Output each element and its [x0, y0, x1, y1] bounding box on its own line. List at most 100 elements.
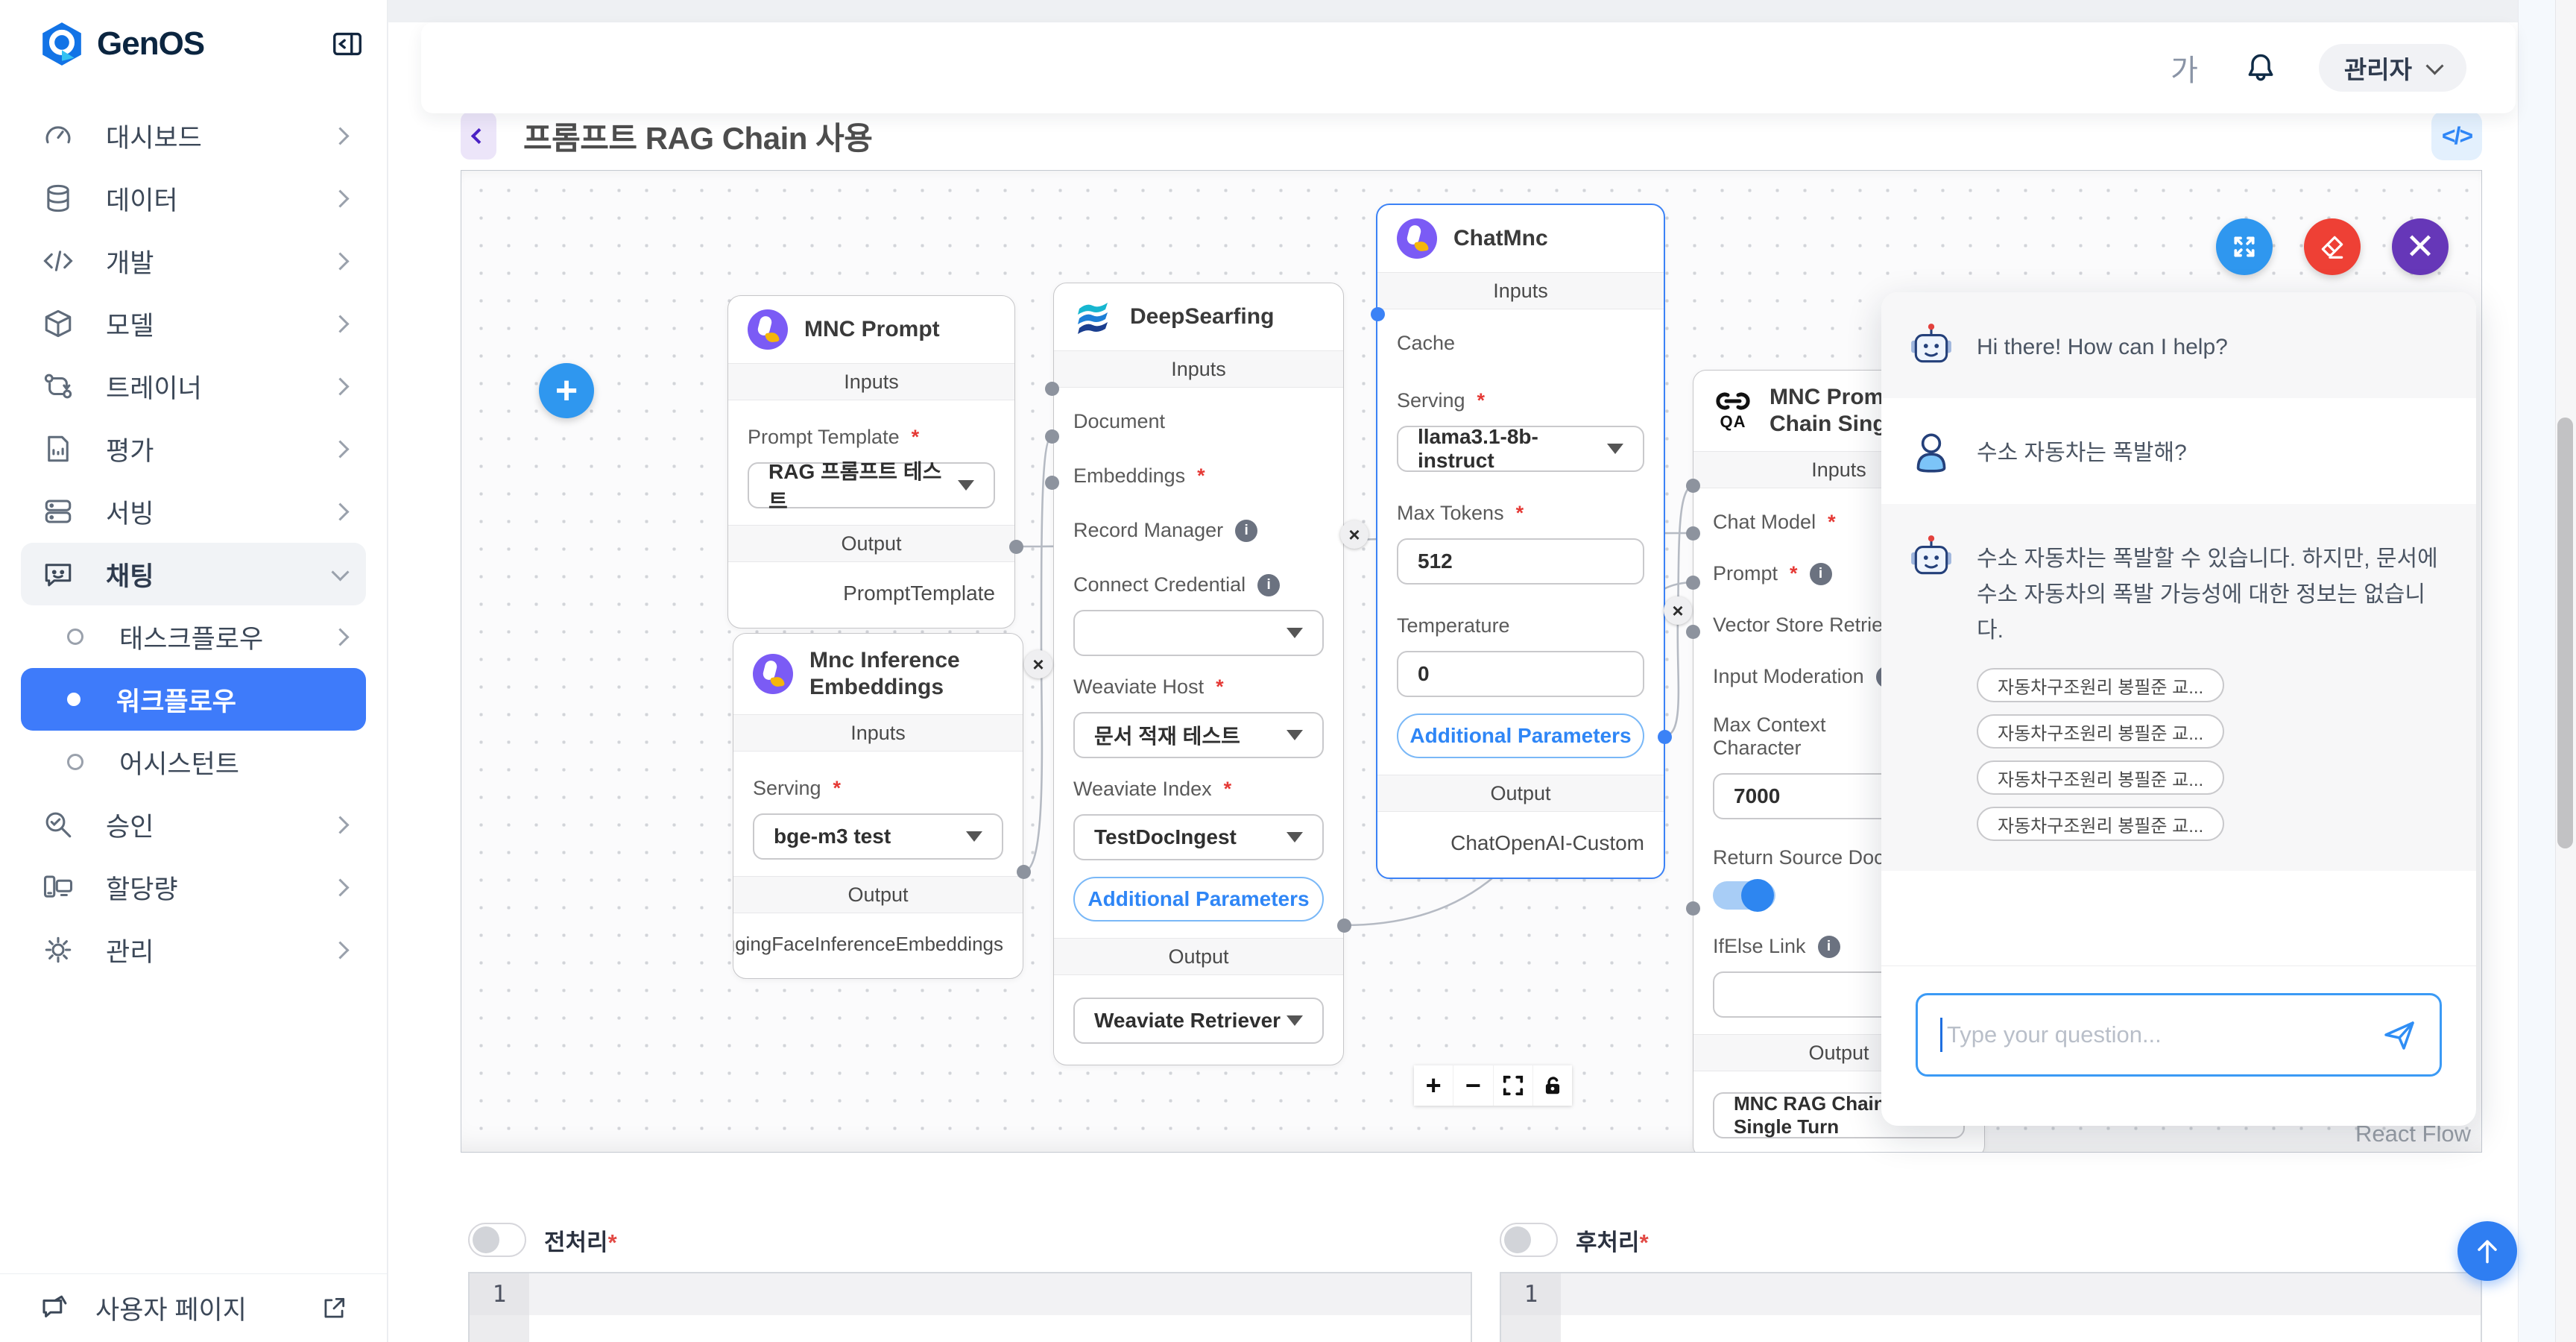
edge-delete-button[interactable]: ×	[1024, 650, 1052, 678]
field-label: Temperature	[1397, 614, 1510, 637]
field-label: Serving*	[1397, 389, 1486, 412]
handle-document-in[interactable]	[1045, 382, 1059, 396]
postprocess-editor[interactable]: 1	[1500, 1272, 2482, 1342]
clear-canvas-button[interactable]	[2304, 218, 2361, 275]
user-menu[interactable]: 관리자	[2318, 44, 2466, 92]
fit-view-button[interactable]	[1494, 1065, 1533, 1106]
page-gutter	[2518, 0, 2555, 1342]
scroll-top-button[interactable]	[2457, 1221, 2517, 1281]
info-icon[interactable]: i	[1257, 573, 1281, 596]
mnc-logo-icon	[753, 654, 793, 694]
source-chip[interactable]: 자동차구조원리 봉필준 교...	[1977, 807, 2225, 841]
field-label: Cache	[1397, 332, 1456, 354]
handle-chatmodel-in[interactable]	[1686, 479, 1700, 493]
inputs-section-header: Inputs	[728, 363, 1014, 400]
chevron-right-icon	[331, 189, 350, 208]
sidebar-item-eval[interactable]: 평가	[21, 418, 366, 480]
sidebar-collapse-icon[interactable]	[330, 27, 364, 61]
output-select[interactable]: Weaviate Retriever	[1073, 998, 1324, 1044]
handle-embeddings-out[interactable]	[1017, 865, 1031, 879]
handle-recordmanager-in[interactable]	[1045, 476, 1059, 490]
sidebar-item-trainer[interactable]: 트레이너	[21, 355, 366, 418]
sidebar-item-admin[interactable]: 관리	[21, 919, 366, 981]
bullet-icon	[67, 754, 83, 770]
source-chip[interactable]: 자동차구조원리 봉필준 교...	[1977, 668, 2225, 702]
field-label: Weaviate Host*	[1073, 675, 1224, 698]
sidebar-item-assistant[interactable]: 어시스턴트	[21, 731, 366, 793]
handle-moderation-in[interactable]	[1686, 625, 1700, 639]
return-source-toggle[interactable]	[1713, 879, 1775, 912]
code-view-button[interactable]: </>	[2431, 111, 2482, 160]
preprocess-editor[interactable]: 1	[468, 1272, 1472, 1342]
handle-prompt-in[interactable]	[1686, 526, 1700, 541]
sidebar-item-data[interactable]: 데이터	[21, 167, 366, 230]
handle-retriever-out[interactable]	[1337, 919, 1351, 933]
sidebar-item-taskflow[interactable]: 태스크플로우	[21, 605, 366, 668]
node-rag-chain[interactable]: QA MNC Prompt RAG Chain Single Turn Inpu…	[1693, 370, 1985, 1152]
preprocess-toggle[interactable]	[468, 1223, 526, 1257]
caret-down-icon	[1287, 628, 1303, 638]
send-icon[interactable]	[2381, 1017, 2417, 1053]
handle-cache-in[interactable]	[1371, 307, 1385, 321]
weaviate-host-select[interactable]: 문서 적재 테스트	[1073, 712, 1324, 758]
edge-delete-button[interactable]: ×	[1664, 596, 1692, 625]
source-chip[interactable]: 자동차구조원리 봉필준 교...	[1977, 714, 2225, 749]
sidebar-item-chat[interactable]: 채팅	[21, 543, 366, 605]
handle-ifelse-in[interactable]	[1686, 901, 1700, 916]
close-button[interactable]: ✕	[2392, 218, 2449, 275]
sidebar-item-model[interactable]: 모델	[21, 292, 366, 355]
prompt-template-select[interactable]: RAG 프롬프트 테스트	[748, 460, 995, 513]
question-input[interactable]: Type your question...	[1916, 993, 2442, 1077]
node-mnc-prompt[interactable]: MNC Prompt Inputs Prompt Template* RAG 프…	[727, 295, 1015, 629]
preprocess-label: 전처리*	[544, 1229, 617, 1256]
handle-embeddings-in[interactable]	[1045, 429, 1059, 444]
postprocess-block: 후처리* 1	[1500, 1223, 2482, 1342]
node-chatmnc[interactable]: ChatMnc Inputs Cache Serving* llama3.1-8…	[1376, 204, 1665, 879]
postprocess-toggle[interactable]	[1500, 1223, 1558, 1257]
connect-credential-select[interactable]	[1073, 610, 1324, 656]
info-icon[interactable]: i	[1809, 562, 1832, 585]
chat-messages[interactable]: Hi there! How can I help? 수소 자동차는 폭발해? 수…	[1881, 292, 2476, 965]
info-icon[interactable]: i	[1817, 935, 1840, 958]
shuffle-icon	[42, 370, 75, 403]
topbar: 가 관리자	[421, 22, 2516, 113]
node-deepsearfing[interactable]: DeepSearfing Inputs Document Embeddings*…	[1053, 283, 1344, 1065]
max-tokens-input[interactable]: 512	[1397, 538, 1644, 585]
sidebar-item-dashboard[interactable]: 대시보드	[21, 104, 366, 167]
scrollbar-thumb[interactable]	[2557, 418, 2573, 848]
sidebar-item-quota[interactable]: 할당량	[21, 856, 366, 919]
additional-parameters-button[interactable]: Additional Parameters	[1397, 713, 1644, 758]
temperature-input[interactable]: 0	[1397, 651, 1644, 697]
font-size-toggle[interactable]: 가	[2171, 54, 2198, 87]
info-icon[interactable]: i	[1235, 519, 1258, 542]
handle-prompttemplate-out[interactable]	[1009, 540, 1023, 554]
sidebar-item-serving[interactable]: 서빙	[21, 480, 366, 543]
zoom-out-button[interactable]: −	[1453, 1065, 1494, 1106]
source-chips: 자동차구조원리 봉필준 교... 자동차구조원리 봉필준 교... 자동차구조원…	[1977, 668, 2443, 841]
add-node-button[interactable]: +	[539, 363, 594, 418]
serving-select[interactable]: llama3.1-8b-instruct	[1397, 425, 1644, 472]
gear-icon	[42, 933, 75, 966]
input-placeholder: Type your question...	[1947, 1021, 2162, 1048]
zoom-in-button[interactable]: +	[1414, 1065, 1454, 1106]
fullscreen-button[interactable]	[2216, 218, 2273, 275]
active-line	[1561, 1273, 2481, 1315]
node-mnc-inference-embeddings[interactable]: Mnc Inference Embeddings Inputs Serving*…	[733, 633, 1023, 979]
sidebar-footer[interactable]: 사용자 페이지	[0, 1273, 387, 1342]
notification-bell-icon[interactable]	[2244, 51, 2277, 84]
sidebar-item-workflow[interactable]: 워크플로우	[21, 668, 366, 731]
back-button[interactable]	[461, 112, 496, 160]
source-chip[interactable]: 자동차구조원리 봉필준 교...	[1977, 760, 2225, 795]
sidebar-item-approval[interactable]: 승인	[21, 793, 366, 856]
output-handle-label: PromptTemplate	[843, 582, 995, 605]
edge-delete-button[interactable]: ×	[1340, 520, 1368, 549]
handle-chatopenai-out[interactable]	[1658, 730, 1672, 744]
weaviate-index-select[interactable]: TestDocIngest	[1073, 814, 1324, 860]
serving-select[interactable]: bge-m3 test	[753, 813, 1003, 860]
additional-parameters-button[interactable]: Additional Parameters	[1073, 877, 1324, 922]
lock-button[interactable]	[1533, 1065, 1572, 1106]
sidebar-item-dev[interactable]: 개발	[21, 230, 366, 292]
user-avatar-icon	[1908, 428, 1954, 474]
handle-vectorstore-in[interactable]	[1686, 576, 1700, 590]
